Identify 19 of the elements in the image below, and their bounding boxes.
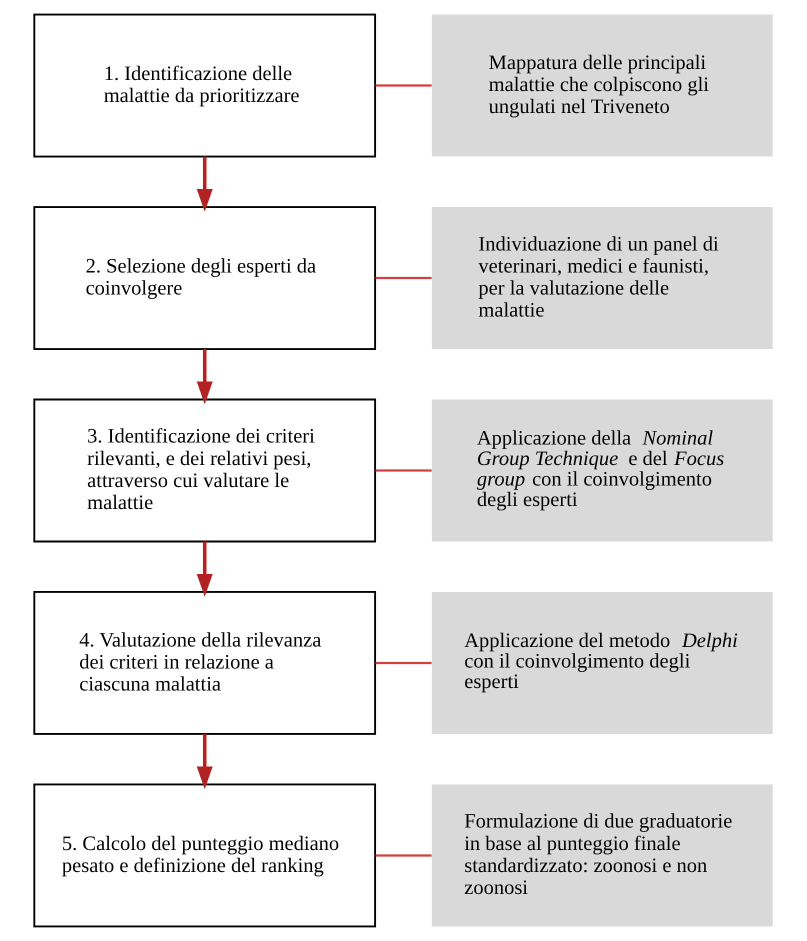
connector [376, 84, 432, 87]
connector [376, 469, 432, 472]
node-box: Mappatura delle principali malattie che colpiscono gli ungulati nel Triveneto [432, 14, 773, 157]
node-box: 4. Valutazione della rilevanza dei criteri in relazione a ciascuna malattia [33, 591, 376, 735]
node-box: 3. Identificazione dei criteri rilevanti, e dei relativi pesi, attraverso cui valutare le malattie [33, 398, 376, 542]
node-box: Individuazione di un panel di veterinari, medici e faunisti, per la valutazione delle malattie [432, 207, 773, 350]
connector [376, 662, 432, 664]
arrow [196, 156, 213, 212]
arrow [196, 349, 213, 404]
node-box: Applicazione della Nominal Group Technique e del Focus group con il coinvolgimento degli esperti [432, 400, 773, 542]
node-box: 5. Calcolo del punteggio mediano pesato e definizione del ranking [33, 784, 376, 928]
arrow [196, 542, 213, 597]
node-box: 2. Selezione degli esperti da coinvolgere [33, 206, 376, 350]
connector [376, 854, 432, 857]
node-box: Formulazione di due graduatorie in base al punteggio finale standardizzato: zoonosi e non zoonosi [432, 784, 773, 926]
node-box: Applicazione del metodo Delphi con il coinvolgimento degli esperti [432, 592, 773, 734]
node-box: 1. Identificazione delle malattie da prioritizzare [33, 14, 376, 158]
connector [376, 276, 432, 280]
arrow [196, 734, 213, 790]
